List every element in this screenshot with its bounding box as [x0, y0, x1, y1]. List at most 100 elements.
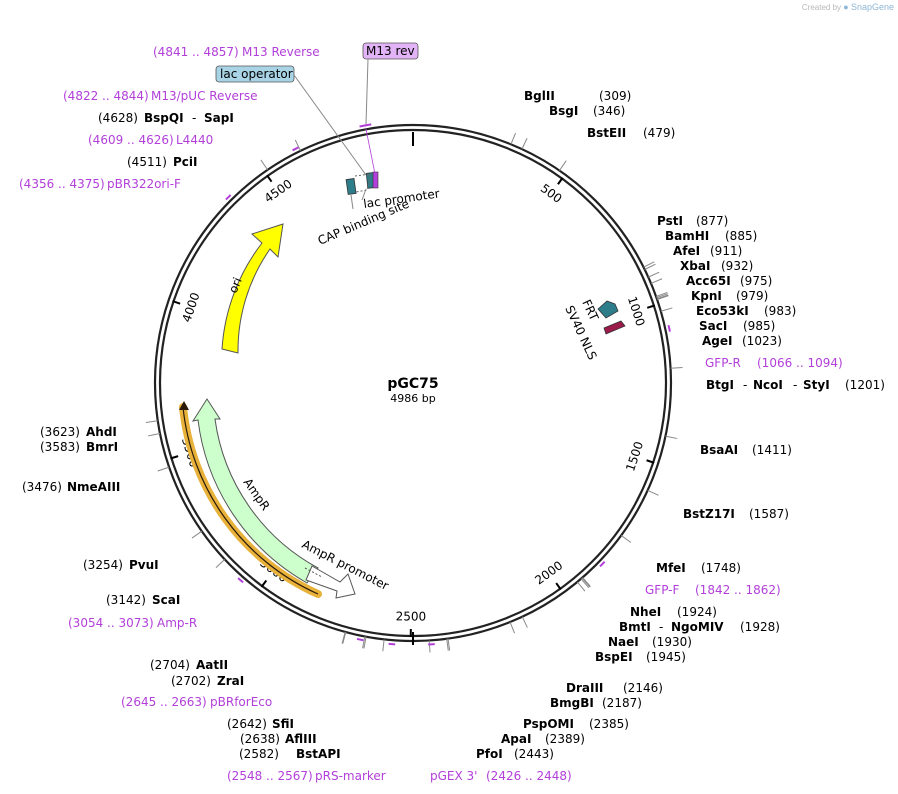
- enzyme-aatii[interactable]: (2704)AatII: [150, 658, 228, 672]
- primer-range: (2548 .. 2567): [227, 769, 313, 783]
- enzyme-btgi-ncoi-styi[interactable]: BtgI - NcoI - StyI (1201): [706, 378, 885, 392]
- primer-amp-r[interactable]: (3054 .. 3073)Amp-R: [68, 616, 197, 630]
- primer-binding-mark: [359, 124, 367, 128]
- enzyme-acc65i[interactable]: Acc65I(975): [686, 274, 772, 288]
- enzyme-draiii[interactable]: DraIII(2146): [566, 681, 663, 695]
- primer-range: (4356 .. 4375): [19, 177, 105, 191]
- enzyme-name: PspOMI: [523, 717, 574, 731]
- enzyme-bmri[interactable]: (3583)BmrI: [40, 440, 118, 454]
- enzyme-cut-line: [157, 466, 170, 472]
- ori-arrow[interactable]: [221, 223, 284, 354]
- enzyme-bstapi[interactable]: (2582)BstAPI: [239, 747, 341, 761]
- enzyme-scai[interactable]: (3142) ScaI: [106, 593, 180, 607]
- primer-pbrforeco[interactable]: (2645 .. 2663)pBRforEco: [121, 695, 272, 709]
- enzyme-bstz17i[interactable]: BstZ17I(1587): [683, 507, 789, 521]
- enzyme-naei[interactable]: NaeI(1930): [608, 635, 692, 649]
- enzyme-pfoi[interactable]: PfoI (2443): [476, 747, 554, 761]
- enzyme-bmti-ngomiv[interactable]: BmtI - NgoMIV (1928): [619, 620, 780, 634]
- enzyme-pos: (3142): [106, 593, 146, 607]
- enzyme-pspomi[interactable]: PspOMI(2385): [523, 717, 629, 731]
- enzyme-xbai[interactable]: XbaI(932): [680, 259, 753, 273]
- enzyme-bsaai[interactable]: BsaAI (1411): [700, 443, 792, 457]
- ampr-arrow[interactable]: [191, 398, 319, 584]
- enzyme-sfii[interactable]: (2642)SfiI: [227, 717, 294, 731]
- enzyme-bamhi[interactable]: BamHI(885): [665, 229, 757, 243]
- primer-binding-mark: [356, 637, 364, 642]
- enzyme-cut-line: [362, 636, 366, 649]
- frt-arrow[interactable]: [597, 300, 619, 319]
- ampr-promoter-arrow[interactable]: [305, 565, 356, 599]
- enzyme-bsteii[interactable]: BstEII(479): [587, 126, 675, 140]
- lac-operator-tag[interactable]: lac operator: [215, 65, 367, 176]
- enzyme-apai[interactable]: ApaI(2389): [501, 732, 585, 746]
- enzyme-name: BmtI: [619, 620, 651, 634]
- enzyme-zrai[interactable]: (2702)ZraI: [171, 674, 244, 688]
- primer-m13-puc-reverse[interactable]: (4822 .. 4844)M13/pUC Reverse: [63, 89, 258, 103]
- enzyme-bmgbi[interactable]: BmgBI (2187): [550, 696, 642, 710]
- enzyme-cut-line: [581, 577, 591, 588]
- enzyme-name: BsgI: [549, 104, 578, 118]
- enzyme-pos: (1201): [845, 378, 885, 392]
- enzyme-name: ZraI: [217, 674, 244, 688]
- enzyme-name: AatII: [196, 658, 228, 672]
- enzyme-nhei[interactable]: NheI(1924): [630, 605, 717, 619]
- enzyme-bspei[interactable]: BspEI(1945): [595, 650, 686, 664]
- enzyme-cut-line: [647, 489, 659, 496]
- enzyme-afliii[interactable]: (2638)AflIII: [240, 732, 317, 746]
- enzyme-name: BmgBI: [550, 696, 594, 710]
- sv40-nls-arrow[interactable]: [603, 320, 626, 335]
- enzyme-eco53ki[interactable]: Eco53kI(983): [696, 304, 796, 318]
- snapgene-credit: Created by ● SnapGene: [802, 2, 894, 12]
- enzyme-bspqi-sapi[interactable]: (4628) BspQI - SapI: [98, 111, 234, 125]
- primer-range: (4841 .. 4857): [153, 45, 239, 59]
- enzyme-name: SfiI: [272, 717, 294, 731]
- m13-rev-leader-inner: [365, 128, 376, 175]
- primer-gfp-r[interactable]: GFP-R(1066 .. 1094): [705, 356, 843, 370]
- enzyme-pos: (2638): [240, 732, 280, 746]
- tick-label: 2500: [396, 609, 427, 623]
- enzyme-nmeaiii[interactable]: (3476)NmeAIII: [22, 480, 120, 494]
- m13-rev-tag[interactable]: M13 rev: [362, 42, 419, 175]
- enzyme-mfei[interactable]: MfeI(1748): [656, 561, 741, 575]
- enzyme-bsgi[interactable]: BsgI(346): [549, 104, 625, 118]
- enzyme-pvui[interactable]: (3254)PvuI: [83, 558, 159, 572]
- primer-gfp-f[interactable]: GFP-F(1842 .. 1862): [645, 583, 781, 597]
- tick-mark: [557, 177, 564, 185]
- enzyme-kpni[interactable]: KpnI(979): [691, 289, 768, 303]
- primer-m13-reverse[interactable]: (4841 .. 4857)M13 Reverse: [153, 45, 320, 59]
- enzyme-sep: -: [192, 111, 196, 125]
- ampr-orf-line: [182, 406, 319, 595]
- enzyme-name: AgeI: [702, 334, 732, 348]
- enzyme-saci[interactable]: SacI(985): [699, 319, 775, 333]
- enzyme-pos: (2443): [514, 747, 554, 761]
- primer-range: (4822 .. 4844): [63, 89, 149, 103]
- enzyme-cut-line: [656, 294, 669, 300]
- cap-binding-site-box[interactable]: [345, 178, 357, 195]
- enzyme-bglii[interactable]: BglII(309): [524, 89, 631, 103]
- enzyme-cut-line: [215, 559, 226, 568]
- cap-leader: [350, 194, 354, 210]
- enzyme-pos: (2187): [602, 696, 642, 710]
- enzyme-pos: (1411): [752, 443, 792, 457]
- enzyme-name: BsaAI: [700, 443, 738, 457]
- enzyme-cut-line: [341, 631, 346, 644]
- primer-pbr322ori-f[interactable]: (4356 .. 4375)pBR322ori-F: [19, 177, 181, 191]
- enzyme-pos: (2389): [545, 732, 585, 746]
- enzyme-afei[interactable]: AfeI(911): [673, 244, 742, 258]
- primer-pgex-3[interactable]: pGEX 3'(2426 .. 2448): [430, 769, 572, 783]
- primer-binding-mark: [388, 642, 396, 646]
- enzyme-cut-line: [510, 133, 516, 145]
- primer-l4440[interactable]: (4609 .. 4626)L4440: [88, 133, 213, 147]
- enzyme-psti[interactable]: PstI(877): [657, 214, 728, 228]
- enzyme-pcii[interactable]: (4511)PciI: [127, 155, 198, 169]
- enzyme-name: BspQI: [144, 111, 184, 125]
- primer-prs-marker[interactable]: (2548 .. 2567)pRS-marker: [227, 769, 386, 783]
- enzyme-name: ScaI: [152, 593, 180, 607]
- enzyme-agei[interactable]: AgeI(1023): [702, 334, 782, 348]
- tick-label: 500: [538, 181, 565, 206]
- enzyme-ahdi[interactable]: (3623)AhdI: [40, 425, 117, 439]
- enzyme-name: PfoI: [476, 747, 503, 761]
- enzyme-name: Eco53kI: [696, 304, 749, 318]
- plasmid-name: pGC75: [387, 376, 438, 392]
